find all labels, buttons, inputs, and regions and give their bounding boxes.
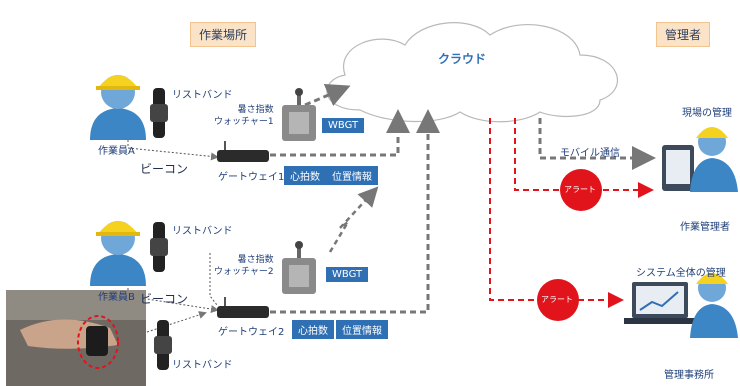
office-label: 管理事務所: [664, 370, 714, 381]
wristband-b-label: リストバンド: [172, 226, 233, 237]
tablet-icon: [662, 145, 694, 191]
work-site-header: 作業場所: [190, 22, 257, 47]
gateway-2-label: ゲートウェイ2: [218, 327, 285, 338]
wristband-c-label: リストバンド: [172, 360, 233, 371]
gateway-1-icon: [217, 141, 269, 162]
wristband-c-icon: [154, 320, 172, 370]
heart-rate-tag-2: 心拍数: [292, 320, 334, 339]
wristband-b-icon: [150, 222, 168, 272]
worker-b-label: 作業員B: [98, 292, 135, 303]
heart-rate-tag-1: 心拍数: [284, 166, 326, 185]
site-manager-icon: [690, 127, 738, 192]
office-manager-icon: [690, 273, 738, 338]
location-tag-2: 位置情報: [336, 320, 388, 339]
site-management-label: 現場の管理: [682, 108, 732, 119]
laptop-icon: [624, 282, 696, 324]
system-management-label: システム全体の管理: [636, 268, 726, 279]
beacon-label-1: ビーコン: [140, 162, 189, 176]
beacon-label-2: ビーコン: [140, 292, 189, 306]
cloud-shape: [326, 22, 618, 123]
worker-a-icon: [90, 75, 146, 140]
alert-label-2: アラート: [541, 295, 573, 304]
cloud-label: クラウド: [438, 52, 487, 66]
wbgt-badge-1: WBGT: [322, 118, 365, 133]
wbgt-badge-2: WBGT: [326, 267, 369, 282]
worker-b-icon: [90, 221, 146, 286]
location-tag-1: 位置情報: [326, 166, 378, 185]
manager-header: 管理者: [656, 22, 711, 47]
alert-label-1: アラート: [564, 185, 596, 194]
alert-circle: [537, 279, 579, 321]
watcher-1-icon: [282, 88, 316, 141]
gateway-2-icon: [217, 297, 269, 318]
worker-a-label: 作業員A: [98, 146, 135, 157]
alert-circle: [560, 169, 602, 211]
wristband-a-icon: [150, 88, 168, 138]
watcher-1-label: 暑さ指数 ウォッチャー1: [214, 105, 274, 127]
gateway-1-label: ゲートウェイ1: [218, 172, 285, 183]
wristband-photo: [6, 290, 146, 386]
watcher-2-icon: [282, 241, 316, 294]
site-manager-label: 作業管理者: [680, 222, 730, 233]
watcher-2-label: 暑さ指数 ウォッチャー2: [214, 255, 274, 277]
mobile-comm-label: モバイル通信: [560, 148, 620, 159]
wristband-a-label: リストバンド: [172, 90, 233, 101]
